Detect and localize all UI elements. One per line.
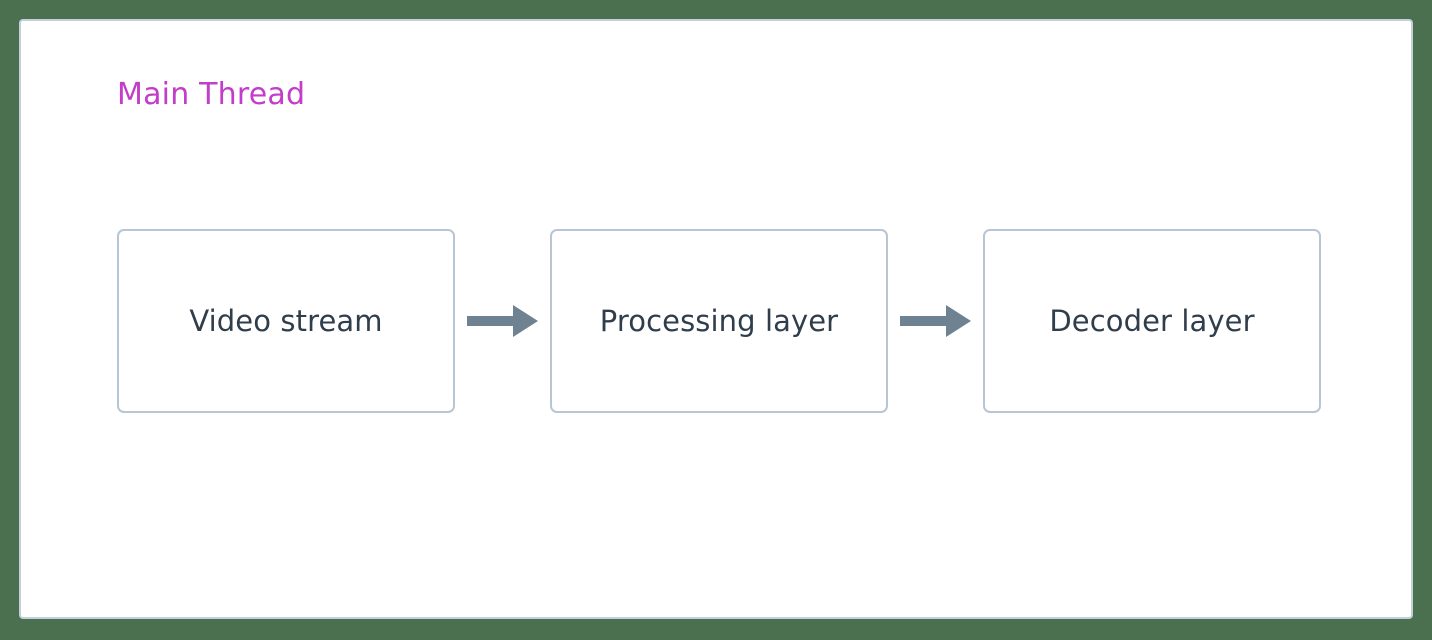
arrow-right-icon (899, 304, 972, 338)
subgraph-title-main-thread: Main Thread (117, 77, 306, 112)
node-decoder-layer[interactable]: Decoder layer (983, 229, 1321, 413)
node-video-stream[interactable]: Video stream (117, 229, 455, 413)
diagram-panel: Main Thread Video stream Processing laye… (19, 19, 1413, 619)
edge-processing-layer-to-decoder-layer (888, 304, 983, 338)
edge-video-stream-to-processing-layer (455, 304, 550, 338)
node-label: Decoder layer (1049, 304, 1255, 338)
node-label: Processing layer (599, 304, 839, 338)
node-processing-layer[interactable]: Processing layer (550, 229, 888, 413)
node-label: Video stream (189, 304, 383, 338)
flow-row: Video stream Processing layer Decoder la… (117, 229, 1321, 413)
arrow-right-icon (466, 304, 539, 338)
